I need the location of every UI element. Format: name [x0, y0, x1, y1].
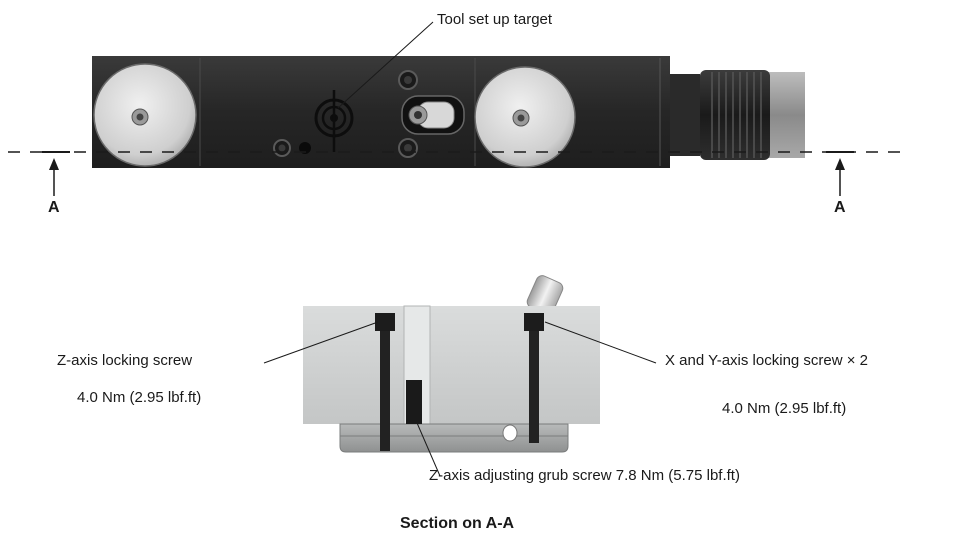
leader-z-grub — [413, 415, 441, 477]
section-arrow-left — [49, 158, 59, 196]
label-z-lock-title: Z-axis locking screw — [57, 352, 193, 369]
section-body — [303, 306, 600, 424]
left-wheel — [93, 63, 197, 167]
leader-z-lock — [263, 321, 379, 364]
cable — [765, 72, 805, 158]
right-wheel — [474, 66, 576, 168]
section-marker-right: A — [834, 199, 846, 216]
stylus-icon — [401, 95, 465, 135]
section-view — [263, 275, 657, 477]
xy-locking-screw — [524, 313, 544, 443]
tool-target-icon — [314, 90, 354, 152]
label-tool-target: Tool set up target — [437, 11, 553, 28]
z-grub-screw — [406, 380, 422, 424]
label-xy-lock-title: X and Y-axis locking screw × 2 — [665, 352, 869, 369]
label-z-lock-torque: 4.0 Nm (2.95 lbf.ft) — [77, 389, 202, 406]
top-view — [8, 21, 908, 196]
section-title: Section on A-A — [400, 515, 515, 532]
top-screws — [273, 70, 418, 158]
section-arrow-right — [835, 158, 845, 196]
leader-xy-lock — [544, 321, 657, 364]
section-marker-left: A — [48, 199, 60, 216]
leader-tool-target — [337, 21, 434, 109]
z-locking-screw — [375, 313, 395, 451]
label-z-grub: Z-axis adjusting grub screw 7.8 Nm (5.75… — [429, 467, 740, 484]
connector — [670, 70, 770, 160]
label-xy-lock-torque: 4.0 Nm (2.95 lbf.ft) — [722, 400, 847, 417]
